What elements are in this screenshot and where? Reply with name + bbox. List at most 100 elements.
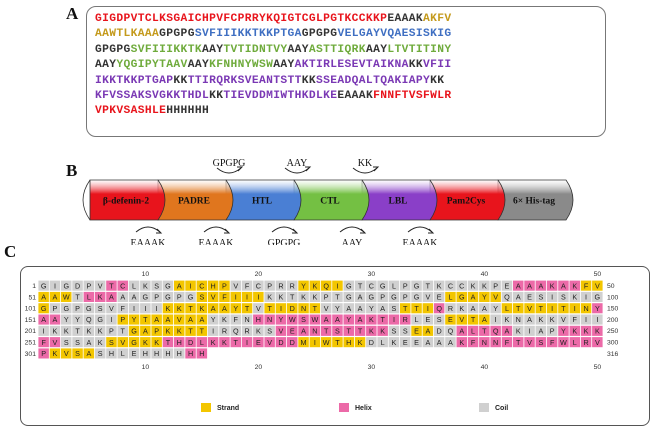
residue-cell <box>241 303 253 314</box>
sequence-segment: SSEADQALTQAKIAPY <box>316 74 431 87</box>
residue-letter: T <box>324 327 329 336</box>
sequence-line: GIGDPVTCLKSGAICHPVFCPRRYKQIGTCGLPGTKCCKK… <box>95 12 597 27</box>
residue-letter: P <box>154 293 159 302</box>
residue-letter: F <box>471 338 476 347</box>
residue-cell <box>287 291 298 302</box>
residue-letter: W <box>560 338 567 347</box>
residue-cell <box>72 303 83 314</box>
residue-cell <box>456 291 467 302</box>
residue-letter: V <box>595 281 600 290</box>
residue-cell <box>72 314 83 325</box>
residue-letter: V <box>595 338 600 347</box>
residue-cell <box>366 280 377 291</box>
linker-label: EAAAK <box>199 238 235 245</box>
linker-arrowhead <box>373 166 380 172</box>
residue-letter: V <box>211 293 216 302</box>
residue-cell <box>174 348 185 359</box>
residue-letter: Y <box>493 304 498 313</box>
residue-letter: T <box>188 304 193 313</box>
residue-letter: G <box>165 281 171 290</box>
residue-cell <box>513 337 524 348</box>
residue-letter: A <box>505 327 510 336</box>
residue-letter: G <box>414 281 420 290</box>
residue-cell <box>185 348 196 359</box>
residue-letter: K <box>550 315 555 324</box>
legend-label: Coil <box>495 405 508 412</box>
residue-cell <box>535 314 547 325</box>
residue-cell <box>253 325 264 336</box>
linker-arrow <box>203 226 229 233</box>
residue-letter: T <box>482 327 487 336</box>
residue-cell <box>253 303 264 314</box>
residue-cell <box>433 325 445 336</box>
residue-cell <box>162 348 174 359</box>
sequence-segment: KFNHNYWSW <box>209 59 274 72</box>
residue-cell <box>140 303 151 314</box>
residue-cell <box>580 280 592 291</box>
residue-letter: N <box>312 327 317 336</box>
residue-cell <box>106 337 117 348</box>
residue-letter: E <box>505 281 510 290</box>
residue-cell <box>332 314 343 325</box>
residue-letter: Y <box>64 315 69 324</box>
legend-swatch <box>479 403 489 412</box>
sequence-line: IKKTKKPTGAPKKTTIRQRKSVEANTSTTKKSSEADQALT… <box>95 74 597 89</box>
residue-cell <box>501 325 513 336</box>
residue-cell <box>94 291 106 302</box>
residue-cell <box>72 291 83 302</box>
residue-cell <box>332 325 343 336</box>
residue-letter: A <box>222 304 227 313</box>
residue-letter: Y <box>233 304 238 313</box>
residue-letter: G <box>131 327 137 336</box>
residue-cell <box>230 325 241 336</box>
residue-letter: L <box>87 293 91 302</box>
residue-cell <box>377 314 388 325</box>
residue-letter: C <box>256 281 261 290</box>
residue-letter: H <box>165 349 170 358</box>
residue-letter: G <box>414 293 420 302</box>
residue-cell <box>558 303 569 314</box>
residue-letter: S <box>335 327 340 336</box>
residue-letter: S <box>538 293 543 302</box>
residue-letter: E <box>403 338 408 347</box>
residue-letter: K <box>267 293 272 302</box>
residue-letter: T <box>200 327 205 336</box>
residue-cell <box>219 291 230 302</box>
linker-arrowhead <box>224 228 231 234</box>
residue-cell <box>241 314 253 325</box>
residue-cell <box>275 280 287 291</box>
residue-cell <box>411 337 422 348</box>
row-end-number: 150 <box>607 306 619 313</box>
residue-letter: E <box>256 338 261 347</box>
sequence-segment: AKFV <box>422 13 452 25</box>
residue-cell <box>128 348 140 359</box>
residue-letter: V <box>527 338 532 347</box>
residue-cell <box>445 303 456 314</box>
residue-cell <box>264 325 275 336</box>
residue-letter: I <box>427 304 429 313</box>
residue-letter: G <box>97 315 103 324</box>
residue-letter: A <box>358 315 363 324</box>
linker-arrowhead <box>305 166 312 172</box>
residue-cell <box>241 280 253 291</box>
residue-cell <box>61 291 72 302</box>
residue-letter: P <box>177 293 182 302</box>
residue-letter: T <box>188 327 193 336</box>
residue-cell <box>490 291 501 302</box>
residue-letter: H <box>143 349 148 358</box>
sequence-segment: IKKTKKPTGAP <box>95 74 174 87</box>
row-start-number: 201 <box>25 328 37 335</box>
residue-letter: P <box>222 281 227 290</box>
residue-letter: A <box>482 315 487 324</box>
residue-cell <box>287 280 298 291</box>
residue-cell <box>377 337 388 348</box>
residue-cell <box>83 314 95 325</box>
residue-letter: I <box>551 304 553 313</box>
residue-cell <box>501 291 513 302</box>
linker-arrow <box>135 226 161 233</box>
residue-cell <box>38 325 49 336</box>
residue-letter: D <box>290 304 295 313</box>
residue-cell <box>230 303 241 314</box>
residue-letter: Q <box>504 293 510 302</box>
residue-cell <box>558 280 569 291</box>
